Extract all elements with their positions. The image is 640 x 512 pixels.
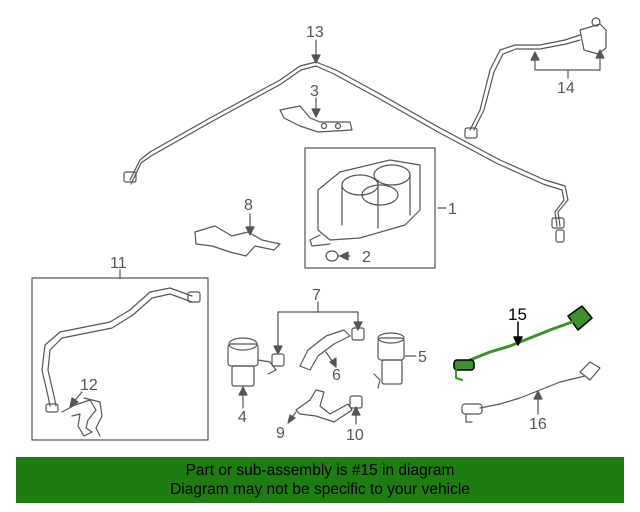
part-6-hose [299,329,351,371]
part-1-canister [309,159,421,247]
part-3-bracket [279,97,353,133]
part-11-frame [31,277,209,441]
callout-7: 7 [312,287,321,304]
part-11-hose [41,287,201,413]
footer-note: Part or sub-assembly is #15 in diagram D… [16,457,624,503]
part-8-bracket [194,213,281,257]
callout-13-leader [311,39,321,64]
footer-line-1: Part or sub-assembly is #15 in diagram [185,462,455,479]
part-7-clip-right [351,327,365,341]
callout-13: 13 [306,24,324,41]
callout-16: 16 [529,416,547,433]
callout-2: 2 [362,249,371,266]
callout-11: 11 [110,255,127,272]
callout-5: 5 [418,349,427,366]
callout-8: 8 [244,197,253,214]
callout-6: 6 [332,367,341,384]
callout-12: 12 [80,377,98,394]
part-1-frame [304,147,436,269]
callout-15[interactable]: 15 [508,305,527,324]
part-7-clip-left [271,353,285,367]
part-15-oxygen-sensor[interactable] [453,305,593,381]
callout-numbers: 1 2 3 4 5 6 7 8 9 10 11 12 13 14 15 16 [80,24,575,444]
callout-7-bracket [273,301,363,355]
callout-14: 14 [557,80,575,97]
part-14-vent-line [464,17,607,139]
part-2-grommet [325,250,351,262]
part-13-vapor-line [123,61,569,243]
callout-14-bracket [530,49,605,79]
part-4-valve [227,337,277,409]
part-10-clip [349,395,363,425]
callout-3: 3 [310,83,319,100]
part-5-solenoid [373,332,417,389]
callout-1: 1 [448,201,457,218]
part-12-hose [61,391,103,437]
footer-line-2: Diagram may not be specific to your vehi… [170,481,470,498]
callout-4: 4 [238,409,247,426]
callout-9: 9 [276,425,285,442]
part-16-sensor [461,361,601,423]
footer-banner [16,457,624,503]
part-9-hose [287,389,353,424]
callout-10: 10 [346,427,364,444]
